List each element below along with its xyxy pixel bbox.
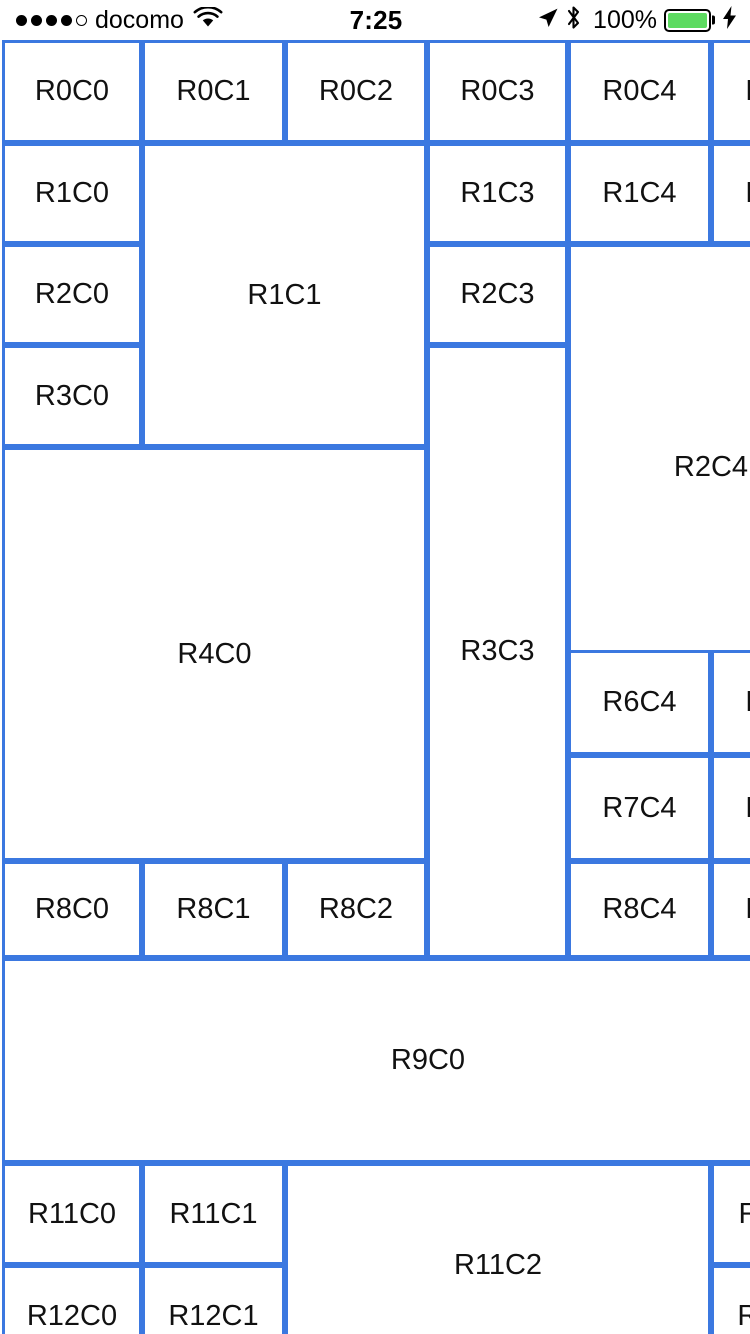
grid-cell-label: R2C0: [34, 278, 110, 310]
grid-cell-label: R1C5: [745, 179, 750, 208]
grid-cell-label: R12C0: [26, 1300, 118, 1332]
grid-cell-r1c5[interactable]: R1C5: [711, 143, 750, 244]
signal-strength-dots: [16, 14, 87, 26]
grid-cell-r11c1[interactable]: R11C1: [142, 1163, 285, 1265]
grid-cell-label: R1C0: [34, 177, 110, 209]
grid-cell-r7c4[interactable]: R7C4: [568, 755, 711, 861]
grid-cell-label: R12C1: [168, 1300, 259, 1332]
grid-cell-label: R12C5: [737, 1302, 750, 1331]
grid-cell-label: R2C4: [673, 450, 749, 483]
grid-cell-r2c4[interactable]: R2C4: [568, 244, 750, 690]
grid-cell-label: R11C1: [169, 1197, 258, 1230]
grid-cell-r8c2[interactable]: R8C2: [285, 861, 427, 958]
grid-board: R0C0 R0C1 R0C2 R0C3 R0C4 R0C5R1C0R1C1 R1C3 R1C4…: [0, 40, 750, 1334]
grid-cell-label: R8C5: [745, 895, 750, 924]
grid-cell-r1c1[interactable]: R1C1: [142, 143, 427, 447]
grid-cell-r0c1[interactable]: R0C1: [142, 40, 285, 143]
grid-cell-r7c5[interactable]: R7C5: [711, 755, 750, 861]
grid-cell-label: R11C2: [453, 1249, 543, 1281]
grid-cell-r3c3[interactable]: R3C3: [427, 345, 568, 958]
signal-dot-5: [76, 14, 87, 26]
grid-cell-label: R3C0: [34, 379, 110, 412]
status-bar-right: 100%: [402, 5, 736, 35]
grid-cell-label: R11C5: [738, 1199, 750, 1229]
status-bar-clock: 7:25: [349, 5, 403, 35]
grid-cell-r0c4[interactable]: R0C4: [568, 40, 711, 143]
lightning-bolt-icon: [723, 6, 736, 34]
grid-cell-label: R0C3: [460, 75, 535, 107]
bluetooth-icon: [565, 5, 582, 35]
grid-cell-r0c5[interactable]: R0C5: [711, 40, 750, 143]
grid-cell-r12c1[interactable]: R12C1: [142, 1265, 285, 1334]
grid-cell-r8c4[interactable]: R8C4: [568, 861, 711, 958]
signal-dot-2: [31, 14, 42, 26]
grid-cell-r6c5[interactable]: R6C5: [711, 650, 750, 755]
grid-cell-r8c5[interactable]: R8C5: [711, 861, 750, 958]
grid-cell-label: R3C3: [460, 635, 535, 667]
grid-cell-r8c1[interactable]: R8C1: [142, 861, 285, 958]
grid-cell-r3c0[interactable]: R3C0: [2, 345, 142, 447]
grid-cell-r0c0[interactable]: R0C0: [2, 40, 142, 143]
grid-cell-r0c3[interactable]: R0C3: [427, 40, 568, 143]
grid-cell-label: R0C5: [745, 77, 750, 106]
grid-cell-label: R8C4: [602, 893, 677, 925]
grid-cell-label: R8C2: [318, 893, 394, 925]
signal-dot-1: [16, 14, 27, 26]
grid-cell-r1c4[interactable]: R1C4: [568, 143, 711, 244]
grid-cell-r6c4[interactable]: R6C4: [568, 650, 711, 755]
grid-cell-label: R0C0: [34, 75, 110, 107]
grid-cell-label: R1C1: [247, 278, 322, 311]
grid-cell-r12c5[interactable]: R12C5: [711, 1265, 750, 1334]
location-arrow-icon: [537, 7, 559, 34]
status-bar: docomo 7:25 100%: [0, 0, 750, 40]
grid-cell-label: R1C4: [602, 177, 677, 209]
grid-cell-r4c0[interactable]: R4C0: [2, 447, 427, 861]
grid-cell-label: R6C5: [745, 688, 750, 717]
carrier-label: docomo: [95, 5, 184, 34]
grid-cell-label: R7C4: [602, 791, 677, 824]
grid-cell-r1c3[interactable]: R1C3: [427, 143, 568, 244]
grid-cell-r11c0[interactable]: R11C0: [2, 1163, 142, 1265]
grid-cell-r11c2[interactable]: R11C2: [285, 1163, 711, 1334]
grid-cell-r1c0[interactable]: R1C0: [2, 143, 142, 244]
grid-cell-label: R7C5: [745, 793, 750, 823]
signal-dot-3: [46, 14, 57, 26]
grid-cell-label: R11C0: [27, 1197, 117, 1230]
status-bar-left: docomo: [16, 5, 350, 34]
grid-cell-label: R6C4: [602, 686, 677, 718]
grid-cell-label: R9C0: [390, 1044, 466, 1076]
wifi-icon: [193, 5, 223, 34]
grid-cell-label: R4C0: [177, 637, 252, 670]
grid-cell-label: R8C1: [176, 893, 251, 925]
grid-cell-r9c0[interactable]: R9C0: [2, 958, 750, 1163]
grid-cell-r2c3[interactable]: R2C3: [427, 244, 568, 345]
signal-dot-4: [61, 14, 72, 26]
grid-cell-label: R2C3: [460, 278, 535, 310]
grid-cell-r12c0[interactable]: R12C0: [2, 1265, 142, 1334]
grid-cell-r0c2[interactable]: R0C2: [285, 40, 427, 143]
grid-cell-label: R0C4: [602, 75, 677, 107]
battery-percent-label: 100%: [593, 5, 657, 34]
grid-cell-label: R1C3: [460, 177, 535, 209]
grid-cell-label: R0C1: [176, 75, 251, 107]
grid-cell-r11c5[interactable]: R11C5: [711, 1163, 750, 1265]
grid-cell-label: R8C0: [34, 893, 110, 925]
battery-icon: [664, 8, 711, 32]
grid-cell-r2c0[interactable]: R2C0: [2, 244, 142, 345]
grid-cell-label: R0C2: [318, 75, 394, 107]
grid-cell-r8c0[interactable]: R8C0: [2, 861, 142, 958]
